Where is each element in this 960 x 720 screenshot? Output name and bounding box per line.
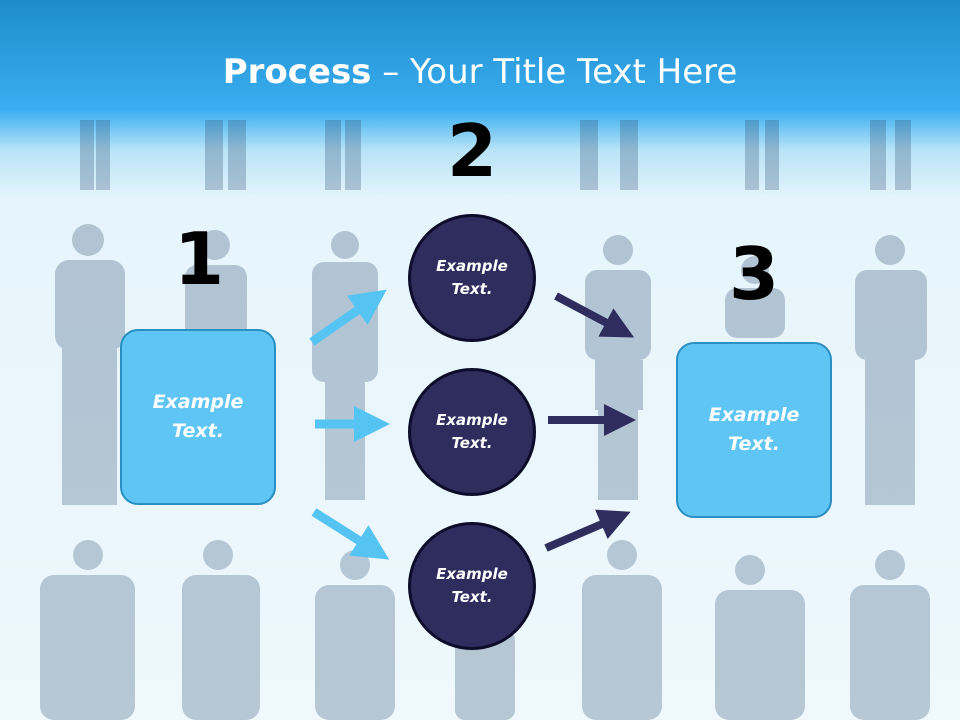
step-1-text: Example Text.	[152, 391, 244, 442]
slide-title: Process – Your Title Text Here	[0, 52, 960, 92]
arrow-right-down-icon	[311, 508, 390, 560]
title-bold: Process	[222, 52, 372, 92]
title-rest: – Your Title Text Here	[371, 52, 738, 92]
step-number-1: 1	[173, 217, 225, 301]
circle-bottom-text: Example Text.	[436, 565, 508, 606]
circle-top-text: Example Text.	[436, 257, 508, 298]
arrow-right-up-icon	[309, 289, 387, 346]
circle-middle: Example Text.	[408, 368, 536, 496]
circle-middle-text: Example Text.	[436, 411, 508, 452]
step-number-2: 2	[446, 109, 498, 193]
arrow-down-right-dark-icon	[554, 292, 635, 338]
step-3-box: Example Text.	[676, 342, 832, 518]
circle-top: Example Text.	[408, 214, 536, 342]
step-3-text: Example Text.	[708, 404, 800, 455]
arrow-up-right-dark-icon	[544, 509, 631, 552]
step-1-box: Example Text.	[120, 329, 276, 505]
circle-bottom: Example Text.	[408, 522, 536, 650]
step-number-3: 3	[728, 232, 780, 316]
